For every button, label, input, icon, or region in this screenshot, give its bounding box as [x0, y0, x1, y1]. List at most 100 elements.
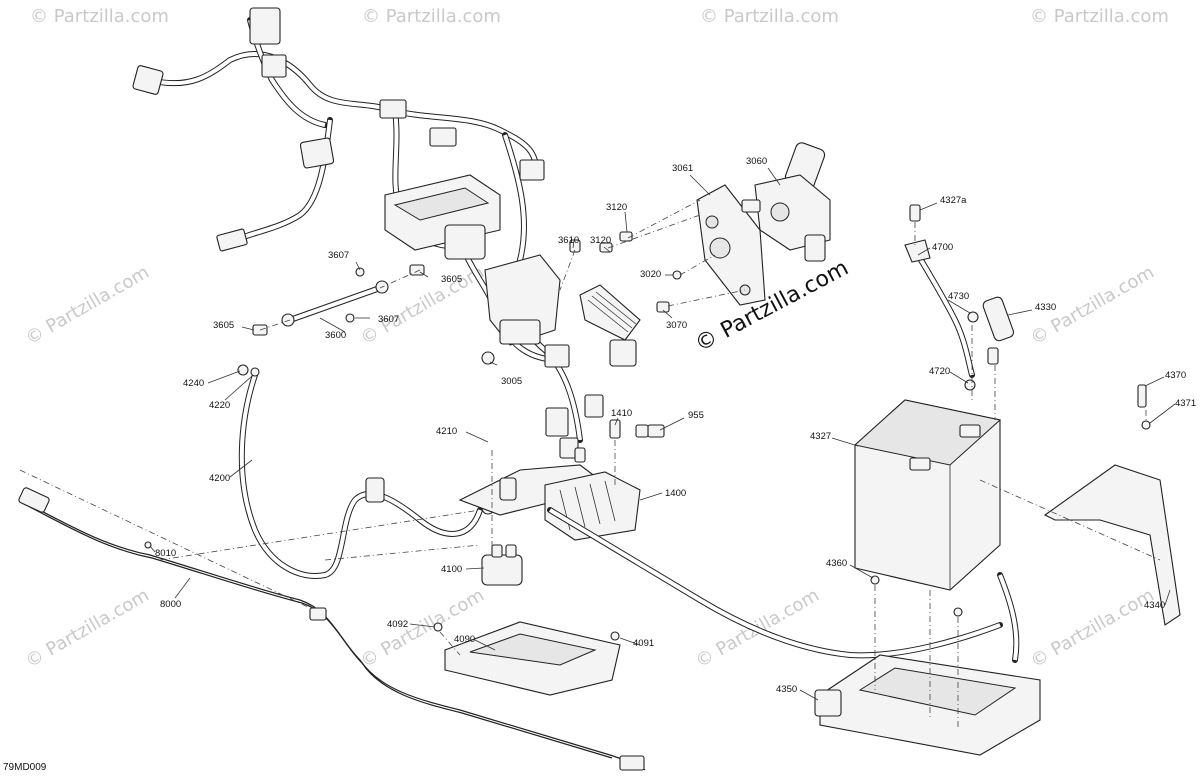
harness-connector	[544, 344, 570, 368]
nut-4720	[964, 379, 976, 391]
harness-connector	[132, 65, 164, 95]
bolt-3120	[599, 242, 613, 253]
harness-8000	[18, 487, 646, 771]
callout-4370[interactable]: 4370	[1165, 370, 1186, 381]
washer-4371	[1141, 420, 1151, 430]
nut-3607	[355, 267, 365, 277]
callout-3120[interactable]: 3120	[590, 235, 611, 246]
bolt-4370	[1137, 384, 1147, 408]
callout-4360[interactable]: 4360	[826, 558, 847, 569]
actuator-assembly	[696, 142, 831, 306]
nut-4240	[237, 364, 249, 376]
callout-4371[interactable]: 4371	[1175, 398, 1196, 409]
connector-8000	[18, 487, 50, 513]
clip-3610	[569, 239, 581, 253]
watermark: © Partzilla.com	[22, 262, 153, 350]
callout-4100[interactable]: 4100	[441, 564, 462, 575]
watermark: © Partzilla.com	[1027, 585, 1158, 673]
watermark: © Partzilla.com	[700, 6, 839, 27]
actuator-3060	[754, 174, 831, 251]
harness-connector	[519, 159, 545, 181]
callout-4092[interactable]: 4092	[387, 619, 408, 630]
harness-connector	[261, 54, 287, 78]
callout-3060[interactable]: 3060	[746, 156, 767, 167]
callout-3607[interactable]: 3607	[328, 250, 349, 261]
battery-tray-4350	[814, 572, 1041, 756]
callout-3600[interactable]: 3600	[325, 330, 346, 341]
ground-cable-3600	[252, 264, 425, 336]
watermark: © Partzilla.com	[1030, 6, 1169, 27]
callout-3005[interactable]: 3005	[501, 376, 522, 387]
harness-cover	[579, 284, 641, 341]
harness-connector	[499, 319, 541, 345]
callout-4700[interactable]: 4700	[932, 242, 953, 253]
watermark: © Partzilla.com	[362, 6, 501, 27]
nut-4730	[967, 311, 979, 323]
watermark: © Partzilla.com	[30, 6, 169, 27]
fasteners-actuator	[481, 231, 682, 365]
callout-4340[interactable]: 4340	[1144, 600, 1165, 611]
assembly-lines	[19, 199, 1161, 730]
battery-4327	[853, 399, 1002, 591]
watermark: © Partzilla.com	[22, 585, 153, 673]
callout-4240[interactable]: 4240	[183, 378, 204, 389]
nut-3005	[481, 351, 495, 365]
bolt-4327a	[909, 204, 921, 222]
connector-955	[647, 424, 665, 438]
tray-4090	[433, 621, 621, 696]
harness-connector	[249, 7, 281, 45]
harness-connector	[216, 228, 248, 252]
callout-3061[interactable]: 3061	[672, 163, 693, 174]
callout-3607[interactable]: 3607	[378, 314, 399, 325]
callout-3605[interactable]: 3605	[441, 274, 462, 285]
harness-connector	[609, 339, 637, 367]
callout-1410[interactable]: 1410	[611, 408, 632, 419]
harness-connector	[545, 407, 569, 437]
main-wiring-harness	[132, 7, 641, 459]
callout-4720[interactable]: 4720	[929, 366, 950, 377]
callout-3070[interactable]: 3070	[666, 320, 687, 331]
callout-labels: 3061 3060 3120 3120 3610 3020 3070 3005 …	[155, 156, 1196, 695]
washer-4220	[250, 367, 260, 377]
clip-8010	[144, 541, 152, 549]
callout-4350[interactable]: 4350	[776, 684, 797, 695]
battery-cable-4200	[237, 364, 495, 579]
callout-3605[interactable]: 3605	[213, 320, 234, 331]
clip-4091	[610, 631, 620, 641]
callout-4730[interactable]: 4730	[948, 291, 969, 302]
hold-down-4340	[1043, 384, 1181, 626]
bolt-1410	[609, 419, 621, 439]
cable-main-lower	[547, 507, 1003, 659]
harness-connector	[379, 99, 407, 119]
callout-4200[interactable]: 4200	[209, 473, 230, 484]
callout-8000[interactable]: 8000	[160, 599, 181, 610]
bolt-3070	[656, 301, 670, 313]
harness-connector	[429, 127, 457, 147]
callout-4210[interactable]: 4210	[436, 426, 457, 437]
callout-955[interactable]: 955	[688, 410, 704, 421]
harness-connector	[584, 394, 604, 418]
callout-4090[interactable]: 4090	[454, 634, 475, 645]
callout-4327[interactable]: 4327	[810, 431, 831, 442]
solenoid-4100	[481, 544, 523, 586]
callout-3610[interactable]: 3610	[558, 235, 579, 246]
callout-4330[interactable]: 4330	[1035, 302, 1056, 313]
bolt-3120	[619, 231, 633, 242]
bracket-3061	[696, 184, 766, 306]
callout-4327a[interactable]: 4327a	[940, 195, 967, 206]
nut-3020	[672, 270, 682, 280]
harness-connector	[444, 224, 486, 260]
callout-4091[interactable]: 4091	[633, 638, 654, 649]
harness-connector	[299, 137, 335, 169]
diagram-code: 79MD009	[3, 762, 47, 773]
callout-8010[interactable]: 8010	[155, 548, 176, 559]
nut-3607	[345, 313, 355, 323]
callout-1400[interactable]: 1400	[665, 488, 686, 499]
callout-3120[interactable]: 3120	[606, 202, 627, 213]
leader-lines	[149, 167, 1176, 701]
terminal-cover-4330	[982, 296, 1015, 342]
callout-4220[interactable]: 4220	[209, 400, 230, 411]
callout-3020[interactable]: 3020	[640, 269, 661, 280]
clip-4092	[433, 622, 443, 632]
